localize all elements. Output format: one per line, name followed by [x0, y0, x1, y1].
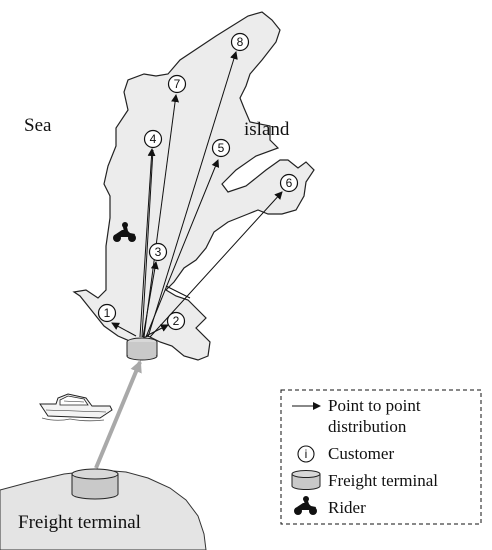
island-label: island [244, 119, 290, 140]
island-freight-terminal-icon [126, 337, 158, 361]
customer-5: 5 [211, 138, 231, 158]
customer-3-label: 3 [155, 245, 162, 259]
legend-p2p-line2: distribution [328, 417, 407, 436]
legend: Point to point distribution i Customer F… [280, 389, 482, 525]
mainland-freight-terminal-icon [71, 468, 119, 500]
mainland-terminal-label: Freight terminal [18, 512, 141, 533]
legend-freight-terminal-label: Freight terminal [328, 471, 438, 490]
customer-4: 4 [143, 129, 163, 149]
legend-rider-icon [294, 496, 317, 515]
route-to-customer-8 [147, 51, 238, 338]
customer-6-label: 6 [286, 176, 293, 190]
route-to-customer-1 [111, 322, 137, 337]
rider-icon [113, 222, 136, 242]
customer-7: 7 [167, 74, 187, 94]
customer-2: 2 [166, 311, 186, 331]
legend-customer-icon: i [297, 445, 315, 463]
sea-label: Sea [24, 115, 52, 136]
legend-customer-label: Customer [328, 444, 394, 463]
customers: 1 2 3 4 5 6 7 8 [97, 32, 299, 331]
legend-rider-label: Rider [328, 498, 366, 517]
route-to-customer-7 [143, 94, 180, 338]
customer-6: 6 [279, 173, 299, 193]
route-to-customer-4 [139, 148, 156, 338]
route-branch-6 [165, 285, 191, 299]
customer-7-label: 7 [174, 77, 181, 91]
legend-p2p-line1: Point to point [328, 396, 421, 415]
legend-box [280, 389, 482, 525]
customer-8-label: 8 [237, 35, 244, 49]
customer-8: 8 [230, 32, 250, 52]
customer-1-label: 1 [104, 306, 111, 320]
route-to-customer-5 [145, 159, 220, 338]
mainland-shape [0, 469, 207, 550]
customer-4-label: 4 [150, 132, 157, 146]
customer-2-label: 2 [173, 314, 180, 328]
boat-icon [39, 393, 113, 422]
ferry-route-arrow [94, 360, 142, 469]
customer-3: 3 [148, 242, 168, 262]
legend-customer-symbol: i [305, 447, 308, 461]
customer-5-label: 5 [218, 141, 225, 155]
route-to-customer-2 [145, 324, 169, 337]
route-to-customer-4b [141, 149, 154, 338]
customer-1: 1 [97, 303, 117, 323]
legend-freight-terminal-icon [291, 470, 321, 490]
island-shape [72, 11, 315, 361]
